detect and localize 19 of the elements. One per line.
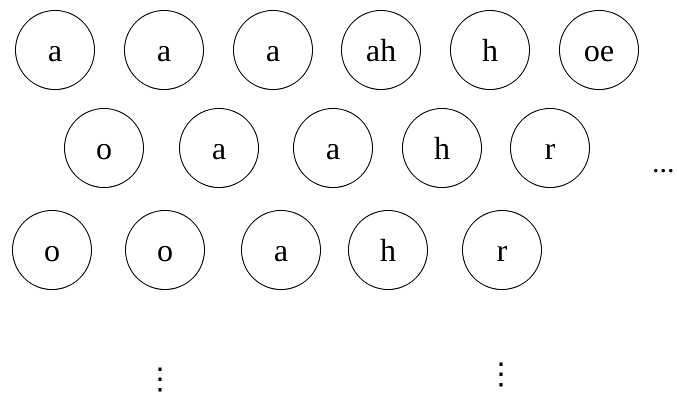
letter-circle: r [462, 210, 542, 290]
letter-circle: o [12, 210, 92, 290]
letter-circle: a [179, 108, 259, 188]
letter-circle: a [124, 10, 204, 90]
letter-circle: o [64, 108, 144, 188]
letter-circle: ah [341, 10, 421, 90]
vertical-ellipsis: ⋮ [486, 360, 516, 390]
ellipsis: ... [652, 148, 674, 178]
letter-circle: h [450, 10, 530, 90]
letter-circle: a [293, 108, 373, 188]
letter-circle: r [510, 108, 590, 188]
letter-circle: oe [559, 10, 639, 90]
letter-circle: h [348, 210, 428, 290]
letter-circle: a [15, 10, 95, 90]
letter-circle: o [125, 210, 205, 290]
letter-circle: a [233, 10, 313, 90]
letter-circle: a [241, 210, 321, 290]
vertical-ellipsis: ⋮ [145, 365, 175, 395]
letter-circle: h [402, 108, 482, 188]
